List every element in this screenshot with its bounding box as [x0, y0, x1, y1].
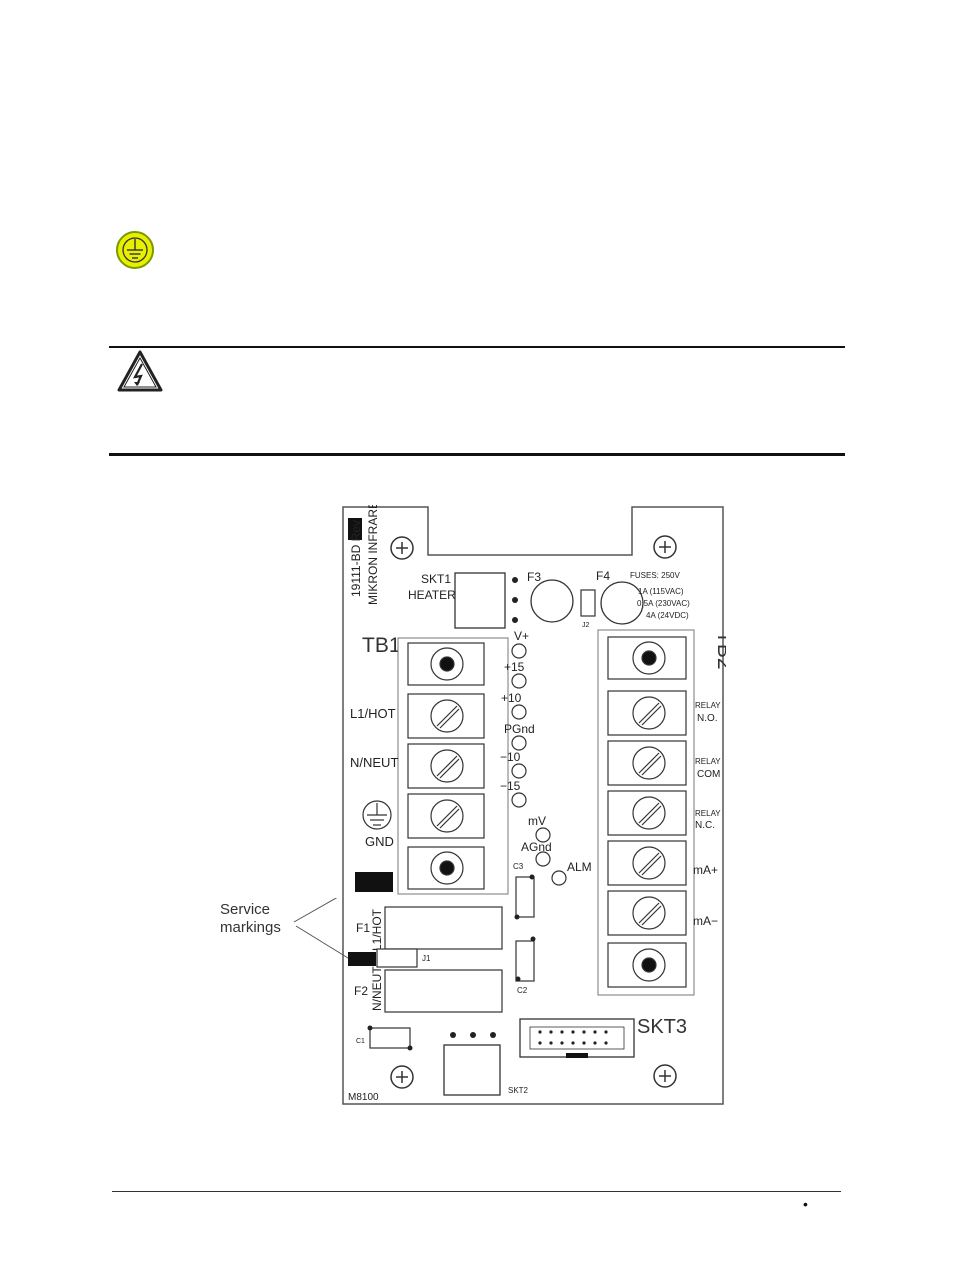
capacitor-c1: [369, 1027, 411, 1049]
l1-hot-label: L1/HOT: [350, 706, 396, 721]
protective-earth-icon: [115, 230, 155, 270]
gnd-label: GND: [365, 834, 394, 849]
tp-alm-label: ALM: [567, 860, 592, 874]
ma-plus-label: mA+: [693, 863, 718, 877]
c1-label: C1: [356, 1038, 365, 1045]
tp-m15-label: −15: [500, 779, 521, 793]
skt1-label: SKT1: [421, 572, 451, 586]
skt2-connector: [443, 1044, 501, 1096]
maker-label: MIKRON INFRARED: [366, 505, 380, 605]
fuse-24-label: 4A (24VDC): [646, 611, 689, 620]
service-marking-pad-2: [348, 952, 376, 966]
skt1-heater-label: HEATER: [408, 588, 456, 602]
f4-label: F4: [596, 569, 610, 583]
warning-top-rule: [109, 346, 845, 348]
tb2-label: TB2: [713, 631, 726, 670]
j1-label: J1: [422, 954, 431, 963]
relay-no-title: RELAY: [695, 701, 721, 710]
f1-label: F1: [356, 921, 370, 935]
f2-n-neut-label: N/NEUT: [370, 966, 384, 1011]
capacitor-c2: [515, 940, 535, 982]
service-marking-pad-1: [355, 872, 393, 892]
skt1-connector: [454, 572, 506, 629]
service-markings-callout: Service markings: [218, 888, 358, 978]
tp-pgnd-label: PGnd: [504, 722, 535, 736]
tb1-label: TB1: [362, 634, 401, 657]
ma-minus-label: mA−: [693, 914, 718, 928]
fuse-holder-f1: [384, 906, 503, 950]
tp-m10-label: −10: [500, 750, 521, 764]
fuse-230-label: 0.5A (230VAC): [637, 599, 690, 608]
model-label: M8100: [348, 1092, 379, 1103]
relay-no-label: N.O.: [697, 713, 718, 724]
f1-l1-hot-label: L1/HOT: [370, 908, 384, 951]
part-number-label: 19111-BD Rev: [349, 520, 363, 597]
mounting-screw-icon: [390, 535, 677, 1089]
footer-bullet: •: [803, 1196, 808, 1212]
fuse-holder-f2: [384, 969, 503, 1013]
j2-label: J2: [582, 622, 590, 629]
f3-label: F3: [527, 570, 541, 584]
callout-line-2: markings: [220, 919, 281, 936]
relay-nc-title: RELAY: [695, 809, 721, 818]
fuse-f3: [530, 579, 574, 623]
fuse-f4: [600, 581, 644, 625]
skt3-label: SKT3: [637, 1016, 687, 1038]
f2-label: F2: [354, 984, 368, 998]
j1-jumper: [376, 948, 418, 968]
tp-p15-label: +15: [504, 660, 525, 674]
relay-com-title: RELAY: [695, 757, 721, 766]
warning-bottom-rule: [109, 453, 845, 456]
callout-line-1: Service: [220, 901, 270, 918]
electric-shock-warning-icon: [117, 350, 163, 392]
fuses-rating-label: FUSES: 250V: [630, 571, 680, 580]
tp-agnd-label: AGnd: [521, 840, 552, 854]
skt3-connector: [519, 1018, 635, 1058]
c2-label: C2: [517, 986, 528, 995]
footer-rule: [112, 1191, 841, 1192]
tp-vplus-label: V+: [514, 629, 529, 643]
circuit-board-diagram: 19111-BD Rev MIKRON INFRARED SKT1 HEATER…: [340, 492, 736, 1107]
capacitor-c3: [515, 876, 535, 918]
tp-p10-label: +10: [501, 691, 522, 705]
relay-com-label: COM: [697, 769, 720, 780]
tp-mv-label: mV: [528, 814, 546, 828]
skt2-label: SKT2: [508, 1086, 529, 1095]
c3-label: C3: [513, 862, 524, 871]
relay-nc-label: N.C.: [695, 820, 715, 831]
n-neut-label: N/NEUT: [350, 755, 398, 770]
ground-symbol-icon: [362, 800, 392, 830]
j2-jumper: [580, 589, 596, 617]
fuse-115-label: 1A (115VAC): [638, 587, 684, 596]
